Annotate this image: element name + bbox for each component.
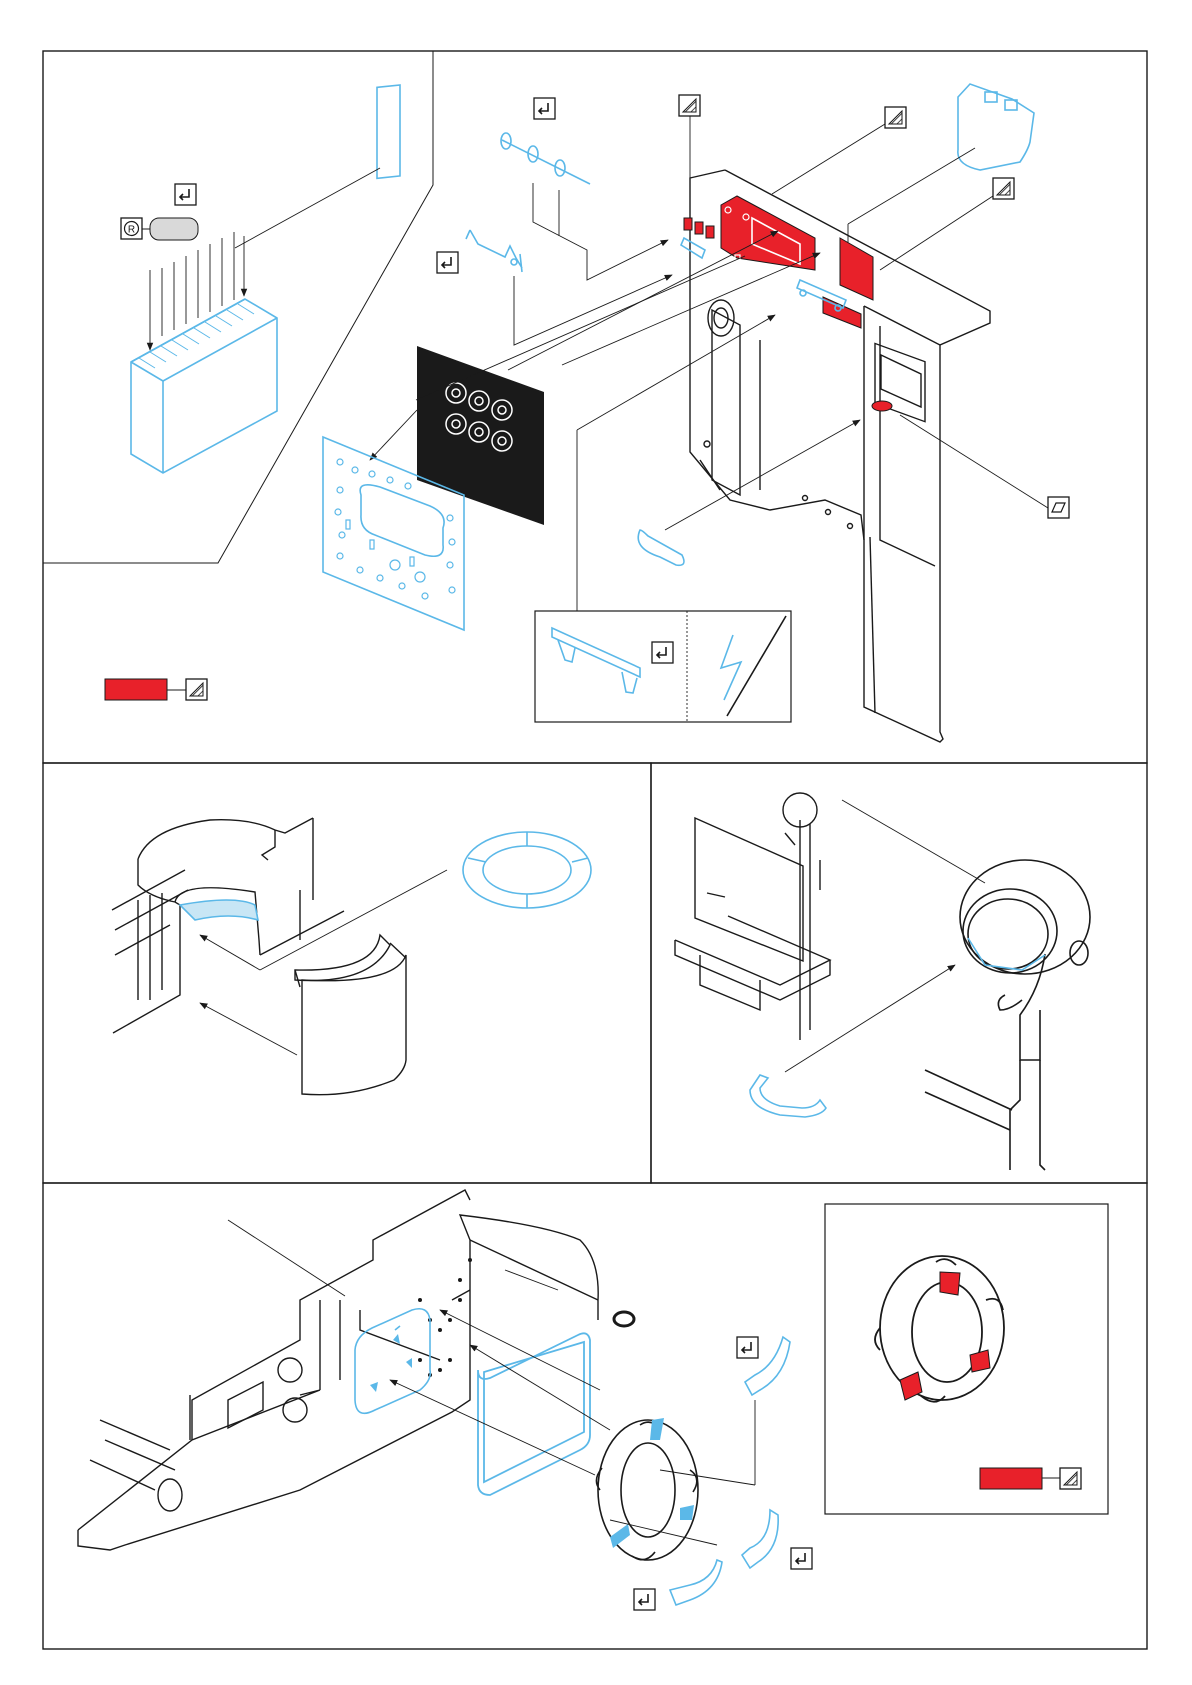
bend-icon: [534, 98, 555, 119]
leader-line: [842, 800, 985, 883]
hull-rivets: [418, 1258, 472, 1377]
bend-icon: [634, 1589, 655, 1610]
leader-line: [562, 253, 820, 365]
pe-strip-part: [377, 85, 400, 178]
pe-cover-plate: [958, 84, 1034, 170]
pe-bracket: [466, 230, 522, 272]
legend-red-paint: [980, 1468, 1081, 1489]
pe-handle: [750, 1075, 826, 1117]
bend-icon: [791, 1548, 812, 1569]
pe-lens-guard: [968, 938, 1045, 970]
hull-grommet: [614, 1312, 634, 1326]
leader-lines-pins: [533, 183, 668, 280]
red-painted-areas: [684, 196, 892, 411]
paint-icon: [885, 107, 906, 128]
pe-rack-box: [131, 299, 277, 473]
remove-icon: R: [121, 218, 142, 239]
bend-icon: [175, 184, 196, 205]
leader-line: [260, 870, 447, 970]
hatch-ring-assembly: [112, 818, 344, 1033]
bend-icon: [437, 252, 458, 273]
pe-ring-segment: [180, 900, 258, 920]
leader-line: [880, 196, 993, 270]
leader-line: [416, 256, 745, 400]
detail-box: [535, 611, 791, 722]
remove-icon-letter: R: [128, 225, 135, 236]
leader-line: [900, 415, 1048, 508]
searchlight-mount: [675, 793, 830, 1040]
pe-strap-low: [670, 1560, 722, 1605]
searchlight: [925, 860, 1090, 1170]
panel-middle-left: [43, 763, 651, 1183]
pe-oval-part: [638, 530, 684, 565]
leader-line: [200, 1003, 297, 1055]
sand-icon: [1048, 497, 1069, 518]
leader-line: [848, 148, 975, 224]
pe-door-frame: [478, 1333, 590, 1495]
pe-dot-markers: [370, 1334, 412, 1392]
leader-line: [772, 124, 885, 194]
legend-red-paint: [105, 679, 207, 700]
paint-icon: [993, 178, 1014, 199]
curved-shield-part: [295, 935, 406, 1095]
insertion-lines: [150, 232, 244, 350]
black-dial-plate: [417, 346, 544, 525]
bend-icon: [737, 1337, 758, 1358]
paint-icon: [679, 95, 700, 116]
painted-life-ring-inset: [825, 1204, 1108, 1514]
bend-icon: [652, 642, 673, 663]
leader-line: [235, 168, 380, 248]
pe-pins: [501, 133, 590, 184]
leader-line: [370, 410, 417, 460]
paint-icon: [1060, 1468, 1081, 1489]
leader-line: [200, 935, 260, 970]
pe-strap-mid: [742, 1510, 778, 1568]
hull-side-structure: [78, 1190, 598, 1550]
leader-line: [577, 315, 775, 430]
grey-tab: [150, 218, 198, 240]
panel-middle-right: [651, 763, 1147, 1183]
paint-icon: [186, 679, 207, 700]
leader-line: [514, 275, 672, 345]
pe-ring: [463, 832, 591, 908]
